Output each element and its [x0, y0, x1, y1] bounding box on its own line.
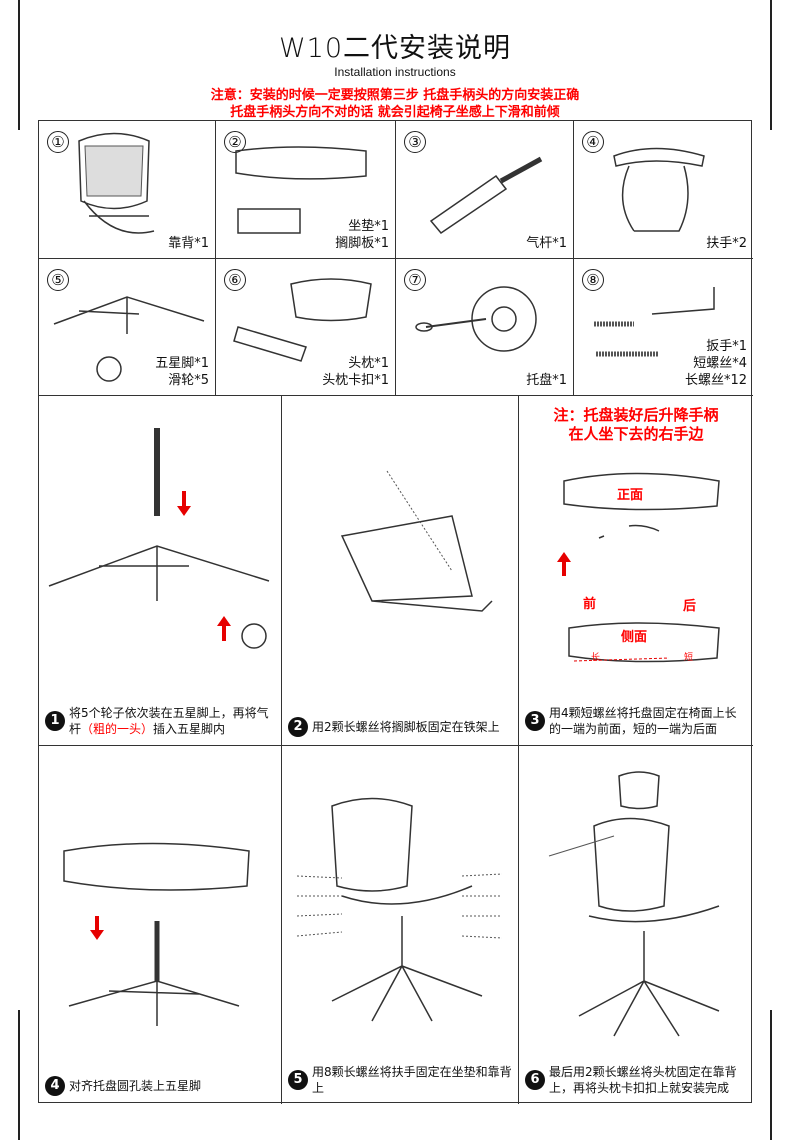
- crop-mark: [770, 1010, 772, 1140]
- part-number: ④: [582, 131, 604, 153]
- part-label: 滑轮*5: [168, 373, 209, 388]
- step3-note: 注：托盘装好后升降手柄: [553, 406, 719, 424]
- long-label: 长: [591, 653, 601, 663]
- front-label: 前: [583, 597, 597, 612]
- page-subtitle: Installation instructions: [334, 65, 456, 79]
- part-label: 扶手*2: [706, 236, 747, 251]
- part-number: ②: [224, 131, 246, 153]
- step-text: 最后用2颗长螺丝将头枕固定在靠背上，再将头枕卡扣扣上就安装完成: [549, 1065, 737, 1095]
- warning-line-1: 注意：安装的时候一定要按照第三步 托盘手柄头的方向安装正确: [210, 88, 580, 103]
- step-text: 将5个轮子依次装在五星脚上，再将气杆: [69, 706, 269, 736]
- step-number: 2: [288, 717, 308, 737]
- step5-illustration: [296, 797, 503, 1022]
- step-2: 2 用2颗长螺丝将搁脚板固定在铁架上: [282, 396, 519, 746]
- step4-illustration: [63, 842, 250, 1026]
- hardware-illustration: [594, 287, 715, 357]
- step-number: 6: [525, 1070, 545, 1090]
- part-tray: ⑦ 托盘*1: [396, 259, 574, 396]
- part-label: 短螺丝*4: [693, 356, 747, 371]
- backrest-illustration: [78, 132, 155, 234]
- part-label: 扳手*1: [706, 339, 747, 354]
- page-title: W10二代安装说明: [278, 33, 512, 64]
- crop-mark: [770, 0, 772, 130]
- crop-mark: [18, 1010, 20, 1140]
- short-label: 短: [684, 653, 694, 663]
- step-text: 用8颗长螺丝将扶手固定在坐垫和靠背上: [312, 1065, 512, 1095]
- part-headrest: ⑥ 头枕*1 头枕卡扣*1: [216, 259, 396, 396]
- step-text-highlight: （粗的一头）: [81, 722, 154, 736]
- step-4: 4 对齐托盘圆孔装上五星脚: [39, 746, 282, 1104]
- step3-note: 在人坐下去的右手边: [568, 425, 704, 443]
- part-label: 五星脚*1: [155, 356, 209, 371]
- crop-mark: [18, 0, 20, 130]
- step-text: 插入五星脚内: [153, 722, 226, 736]
- part-label: 长螺丝*12: [684, 373, 747, 388]
- back-label: 后: [683, 599, 697, 614]
- part-label: 气杆*1: [526, 236, 567, 251]
- step1-illustration: [48, 428, 270, 649]
- part-backrest: ① 靠背*1: [39, 121, 216, 259]
- part-number: ⑦: [404, 269, 426, 291]
- gas-lift-illustration: [429, 156, 543, 235]
- seat-illustration: [235, 146, 367, 234]
- part-gas-lift: ③ 气杆*1: [396, 121, 574, 259]
- headrest-illustration: [233, 278, 372, 362]
- step-number: 4: [45, 1076, 65, 1096]
- tray-illustration: [415, 286, 537, 352]
- part-number: ①: [47, 131, 69, 153]
- step6-illustration: [548, 771, 720, 1037]
- part-number: ⑥: [224, 269, 246, 291]
- part-number: ⑧: [582, 269, 604, 291]
- part-base-wheels: ⑤ 五星脚*1 滑轮*5: [39, 259, 216, 396]
- top-view-label: 正面: [617, 488, 644, 503]
- instruction-grid: ① 靠背*1 ② 坐垫*1 搁脚板*1 ③ 气杆*1 ④ 扶手*2 ⑤ 五星脚*1…: [38, 120, 753, 1104]
- part-label: 靠背*1: [168, 236, 209, 251]
- part-armrest: ④ 扶手*2: [574, 121, 753, 259]
- part-label: 头枕*1: [348, 356, 389, 371]
- step-text: 对齐托盘圆孔装上五星脚: [69, 1079, 202, 1093]
- base-illustration: [53, 296, 205, 382]
- part-label: 头枕卡扣*1: [322, 373, 389, 388]
- step-text: 用4颗短螺丝将托盘固定在椅面上长的一端为前面，短的一端为后面: [549, 706, 737, 736]
- side-view-label: 侧面: [621, 630, 648, 645]
- warning-line-2: 托盘手柄头方向不对的话 就会引起椅子坐感上下滑和前倾: [230, 105, 560, 120]
- step2-illustration: [340, 470, 493, 612]
- step-number: 3: [525, 711, 545, 731]
- part-label: 坐垫*1: [348, 219, 389, 234]
- part-label: 托盘*1: [526, 373, 567, 388]
- part-label: 搁脚板*1: [335, 236, 389, 251]
- step-number: 1: [45, 711, 65, 731]
- part-seat: ② 坐垫*1 搁脚板*1: [216, 121, 396, 259]
- step-number: 5: [288, 1070, 308, 1090]
- step-text: 用2颗长螺丝将搁脚板固定在铁架上: [312, 720, 500, 734]
- part-number: ③: [404, 131, 426, 153]
- part-hardware: ⑧ 扳手*1 短螺丝*4 长螺丝*12: [574, 259, 753, 396]
- step3-illustration: [557, 472, 720, 663]
- armrest-illustration: [613, 147, 705, 232]
- part-number: ⑤: [47, 269, 69, 291]
